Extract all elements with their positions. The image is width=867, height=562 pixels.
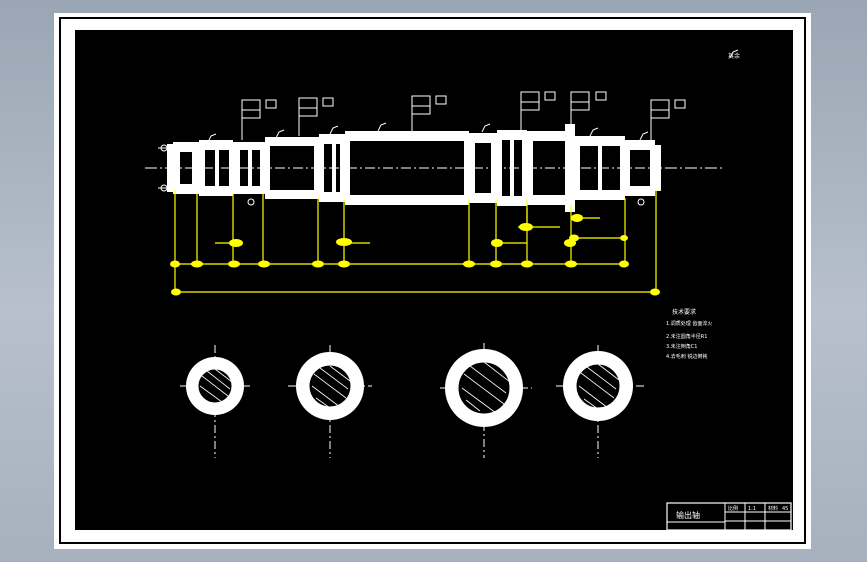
tech-note-4: 4.去毛刺 锐边倒钝 (666, 353, 707, 360)
dimension-lines (174, 190, 657, 294)
section-view-4 (556, 345, 646, 458)
title-cell-2: 1:1 (748, 506, 756, 512)
drawing-name: 输出轴 (676, 510, 700, 520)
center-holes (158, 144, 170, 192)
tech-note-title: 技术要求 (672, 308, 696, 316)
title-block: 输出轴 比例 1:1 材料 45 (666, 502, 792, 531)
section-view-1 (180, 345, 250, 458)
cad-viewport[interactable] (75, 30, 793, 530)
tech-note-3: 3.未注倒角C1 (666, 343, 697, 350)
section-markers (247, 198, 645, 206)
section-view-3 (440, 343, 532, 458)
technical-requirements: 技术要求 1.调质处理 齿面淬火 2.未注圆角半径R1 3.未注倒角C1 4.去… (666, 308, 712, 360)
title-cell-4: 45 (782, 506, 788, 512)
tech-note-2: 2.未注圆角半径R1 (666, 333, 707, 340)
title-cell-3: 材料 (768, 505, 778, 512)
roughness-note: 其余 (728, 52, 740, 60)
section-view-2 (288, 345, 372, 458)
drawing-border (59, 17, 806, 544)
dimension-arrows (170, 214, 660, 296)
tech-note-1: 1.调质处理 齿面淬火 (666, 320, 712, 327)
surface-finish-marks (207, 49, 739, 143)
title-cell-1: 比例 (728, 505, 738, 512)
tolerance-frames (241, 91, 686, 140)
